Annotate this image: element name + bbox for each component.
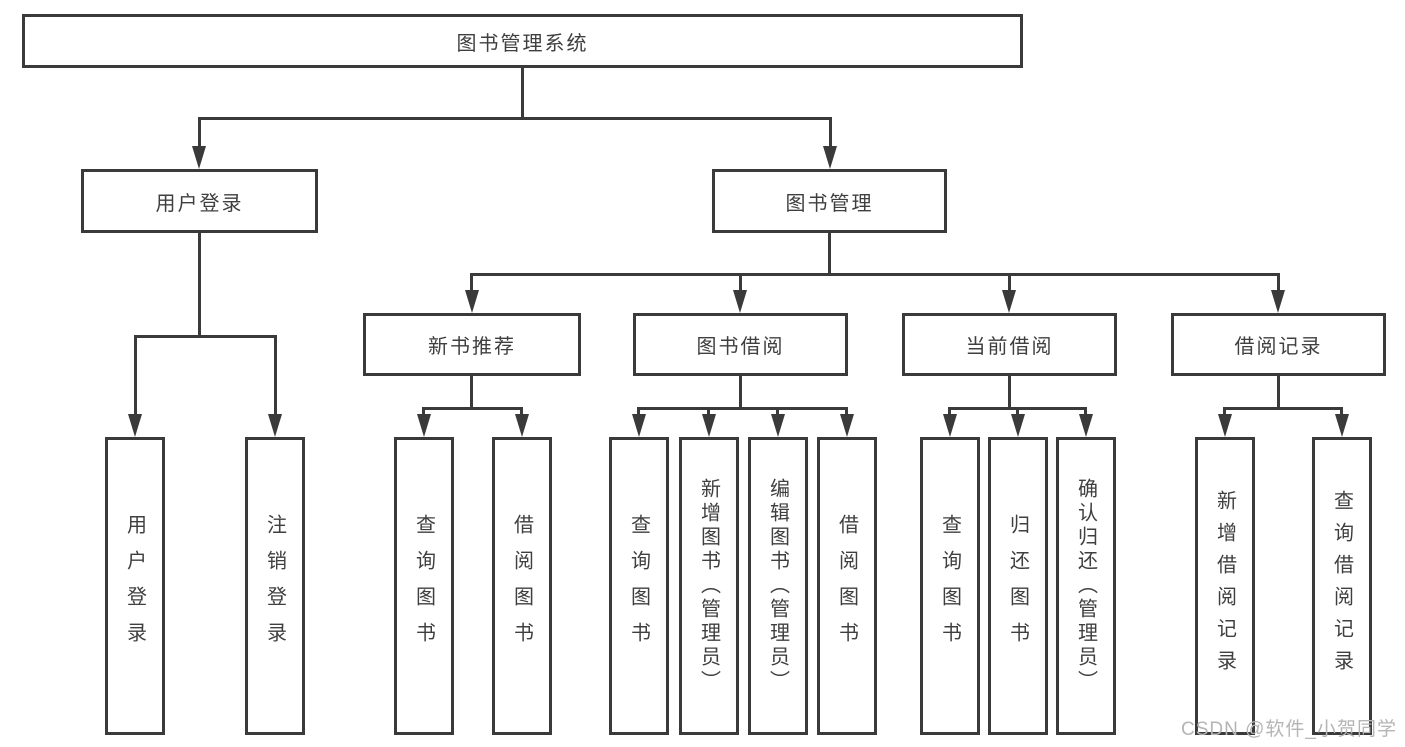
connector-to-leaf [1223,407,1226,415]
connector-to-leaf [707,407,710,415]
leaf-borrow-book-2: 借阅图书 [817,437,877,735]
arrow-down-icon [733,290,747,313]
leaf-borrow-book-2-label: 借阅图书 [835,514,858,658]
arrow-down-icon [1335,414,1349,437]
arrow-down-icon [1271,290,1285,313]
connector-to-new-book [470,273,473,290]
leaf-add-book-admin: 新增图书（管理员） [679,437,739,735]
node-borrow-record: 借阅记录 [1171,313,1386,376]
connector-book-mgmt-stub [828,233,831,275]
connector-to-leaf [134,335,137,415]
arrow-down-icon [1011,414,1025,437]
connector-to-leaf [422,407,425,415]
leaf-logout-label: 注销登录 [263,514,286,658]
node-book-mgmt-group: 图书管理 [712,169,947,233]
arrow-down-icon [840,414,854,437]
leaf-query-book-3-label: 查询图书 [938,514,961,658]
leaf-user-login: 用户登录 [105,437,165,735]
arrow-down-icon [128,414,142,437]
node-book-mgmt-group-label: 图书管理 [785,192,874,215]
arrow-down-icon [1002,290,1016,313]
connector-user-login-bus [134,335,277,338]
connector-level3-bus [470,273,1280,276]
leaf-add-borrow-record: 新增借阅记录 [1195,437,1255,735]
arrow-down-icon [771,414,785,437]
leaf-query-book-3: 查询图书 [920,437,980,735]
csdn-watermark: CSDN @软件_小贺同学 [1181,719,1397,740]
leaf-query-book-2: 查询图书 [609,437,669,735]
leaf-query-borrow-record-label: 查询借阅记录 [1330,490,1353,682]
leaf-query-book-1-label: 查询图书 [412,514,435,658]
leaf-borrow-book-1-label: 借阅图书 [510,514,533,658]
leaf-add-book-admin-label: 新增图书（管理员） [697,478,720,694]
connector-to-leaf [520,407,523,415]
connector-to-borrow-record [1277,273,1280,290]
connector-to-current-borrow [1008,273,1011,290]
connector-to-book-borrow [739,273,742,290]
leaf-confirm-return-admin-label: 确认归还（管理员） [1074,478,1097,694]
connector-to-leaf [274,335,277,415]
connector-to-leaf [1340,407,1343,415]
connector-to-leaf [845,407,848,415]
connector-to-user-login [198,117,201,146]
node-book-borrow: 图书借阅 [633,313,848,376]
arrow-down-icon [268,414,282,437]
arrow-down-icon [417,414,431,437]
connector-current-borrow-stub [1008,376,1011,408]
node-user-login-group: 用户登录 [81,169,318,233]
node-current-borrow-label: 当前借阅 [965,336,1054,358]
connector-to-leaf [948,407,951,415]
node-new-book-rec-label: 新书推荐 [428,336,516,358]
connector-to-leaf [776,407,779,415]
node-new-book-rec: 新书推荐 [363,313,581,376]
connector-new-book-stub [470,376,473,408]
arrow-down-icon [192,146,206,169]
connector-to-leaf [1084,407,1087,415]
leaf-add-borrow-record-label: 新增借阅记录 [1213,490,1236,682]
connector-root-stub [521,68,524,118]
node-borrow-record-label: 借阅记录 [1234,336,1323,358]
connector-to-leaf [637,407,640,415]
leaf-query-book-2-label: 查询图书 [627,514,650,658]
arrow-down-icon [1218,414,1232,437]
arrow-down-icon [465,290,479,313]
arrow-down-icon [702,414,716,437]
node-current-borrow: 当前借阅 [902,313,1117,376]
leaf-user-login-label: 用户登录 [123,514,146,658]
connector-level2-bus [198,117,832,120]
leaf-logout: 注销登录 [245,437,305,735]
arrow-down-icon [823,146,837,169]
leaf-edit-book-admin: 编辑图书（管理员） [748,437,808,735]
leaf-edit-book-admin-label: 编辑图书（管理员） [766,478,789,694]
connector-to-book-mgmt [829,117,832,146]
leaf-borrow-book-1: 借阅图书 [492,437,552,735]
arrow-down-icon [632,414,646,437]
node-user-login-group-label: 用户登录 [155,192,244,215]
node-root-label: 图书管理系统 [456,32,589,55]
arrow-down-icon [1079,414,1093,437]
leaf-query-book-1: 查询图书 [394,437,454,735]
connector-borrow-record-stub [1277,376,1280,408]
node-root: 图书管理系统 [22,14,1023,68]
connector-user-login-stub [198,233,201,337]
connector-book-borrow-stub [739,376,742,408]
connector-new-book-bus [423,407,523,410]
node-book-borrow-label: 图书借阅 [696,336,785,358]
leaf-query-borrow-record: 查询借阅记录 [1312,437,1372,735]
leaf-return-book: 归还图书 [988,437,1048,735]
arrow-down-icon [515,414,529,437]
connector-to-leaf [1016,407,1019,415]
connector-book-borrow-bus [638,407,848,410]
leaf-return-book-label: 归还图书 [1006,514,1029,658]
leaf-confirm-return-admin: 确认归还（管理员） [1056,437,1116,735]
connector-borrow-record-bus [1224,407,1343,410]
arrow-down-icon [943,414,957,437]
